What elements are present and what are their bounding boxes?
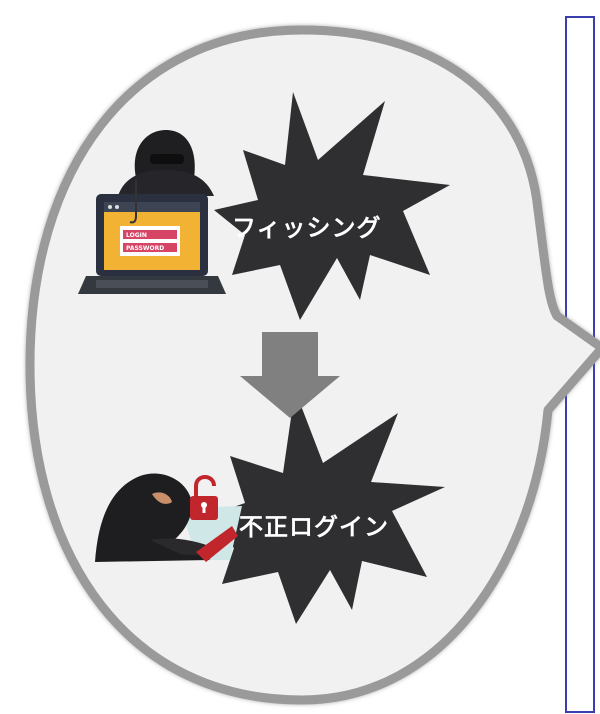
unauthorized-login-label: 不正ログイン bbox=[239, 507, 389, 542]
password-field-label: PASSWORD bbox=[126, 245, 164, 252]
phishing-label: フィッシング bbox=[232, 208, 382, 243]
login-field-label: LOGIN bbox=[126, 232, 147, 239]
